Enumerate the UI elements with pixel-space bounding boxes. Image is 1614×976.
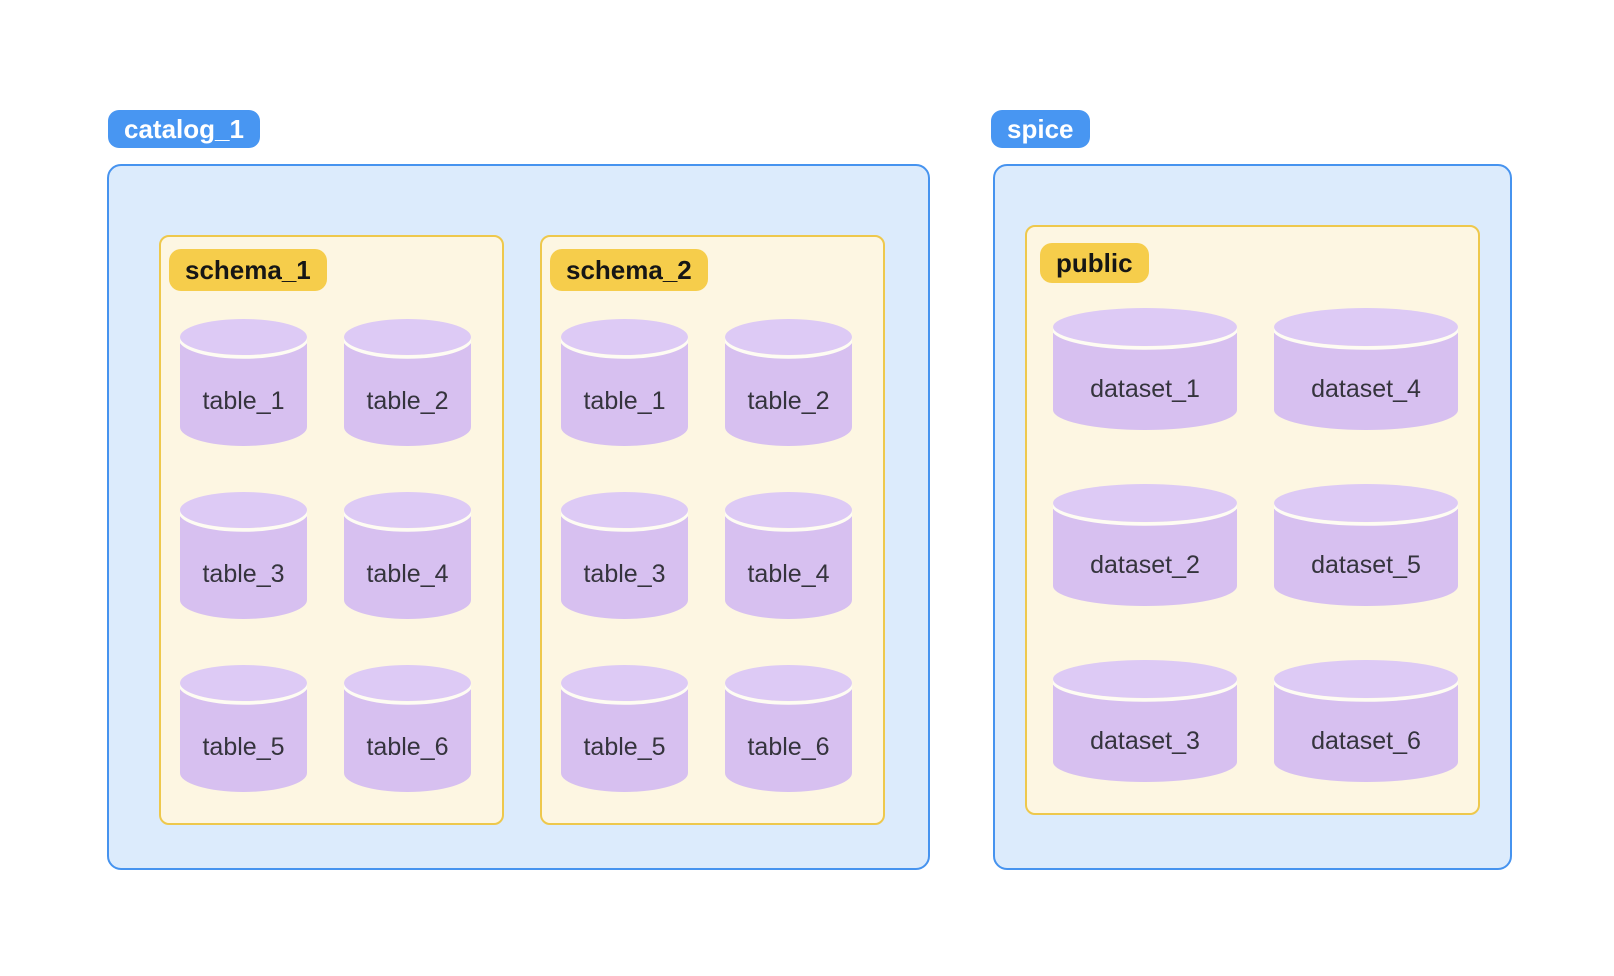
table-label: table_6 [366,733,449,761]
table-label: table_4 [366,560,449,588]
dataset-label: dataset_3 [1090,726,1200,755]
dataset-label: dataset_6 [1311,726,1421,755]
table-label: table_1 [583,387,666,415]
dataset-label: dataset_2 [1090,550,1200,579]
dataset-node: dataset_2 [1053,484,1237,606]
database-cylinder-icon [180,319,307,446]
dataset-node: dataset_4 [1274,308,1458,430]
table-node: table_3 [180,492,307,619]
schema-badge-2: schema_2 [550,249,708,291]
catalog-badge-label: catalog_1 [124,114,244,144]
dataset-node: dataset_6 [1274,660,1458,782]
schema-box-2: schema_2 table_1 table_2 [540,235,885,825]
schema-badge-label: schema_1 [185,255,311,285]
table-node: table_1 [561,319,688,446]
database-cylinder-icon [1053,308,1237,430]
dataset-node: dataset_5 [1274,484,1458,606]
table-label: table_2 [366,387,449,415]
database-cylinder-icon [725,665,852,792]
database-cylinder-icon [1274,660,1458,782]
spice-badge-label: spice [1007,114,1074,144]
table-grid: table_1 table_2 table_3 [561,319,852,792]
catalog-badge: catalog_1 [108,110,260,148]
table-label: table_5 [202,733,285,761]
database-cylinder-icon [344,492,471,619]
table-grid: table_1 table_2 table_3 [180,319,471,792]
table-node: table_1 [180,319,307,446]
spice-badge: spice [991,110,1090,148]
table-label: table_6 [747,733,830,761]
dataset-node: dataset_3 [1053,660,1237,782]
database-cylinder-icon [561,319,688,446]
table-node: table_5 [180,665,307,792]
database-cylinder-icon [1274,308,1458,430]
dataset-node: dataset_1 [1053,308,1237,430]
database-cylinder-icon [561,492,688,619]
table-node: table_4 [344,492,471,619]
database-cylinder-icon [180,492,307,619]
catalog-container: schema_1 table_1 table_2 [107,164,930,870]
database-cylinder-icon [561,665,688,792]
schema-badge-label: schema_2 [566,255,692,285]
public-schema-box: public dataset_1 dataset_2 [1025,225,1480,815]
table-node: table_5 [561,665,688,792]
database-cylinder-icon [725,319,852,446]
spice-container: public dataset_1 dataset_2 [993,164,1512,870]
schema-box-1: schema_1 table_1 table_2 [159,235,504,825]
table-node: table_6 [344,665,471,792]
database-cylinder-icon [1053,660,1237,782]
public-schema-badge: public [1040,243,1149,283]
dataset-label: dataset_5 [1311,550,1421,579]
table-node: table_2 [725,319,852,446]
database-cylinder-icon [725,492,852,619]
table-node: table_2 [344,319,471,446]
table-label: table_3 [202,560,285,588]
database-cylinder-icon [1053,484,1237,606]
schema-badge-1: schema_1 [169,249,327,291]
database-cylinder-icon [180,665,307,792]
table-label: table_3 [583,560,666,588]
table-node: table_6 [725,665,852,792]
database-cylinder-icon [1274,484,1458,606]
dataset-grid: dataset_1 dataset_2 dataset_3 [1053,308,1458,782]
database-cylinder-icon [344,665,471,792]
dataset-label: dataset_4 [1311,374,1421,403]
table-node: table_4 [725,492,852,619]
schema-badge-label: public [1056,248,1133,278]
dataset-label: dataset_1 [1090,374,1200,403]
table-label: table_4 [747,560,830,588]
table-label: table_2 [747,387,830,415]
table-label: table_5 [583,733,666,761]
table-node: table_3 [561,492,688,619]
database-cylinder-icon [344,319,471,446]
table-label: table_1 [202,387,285,415]
